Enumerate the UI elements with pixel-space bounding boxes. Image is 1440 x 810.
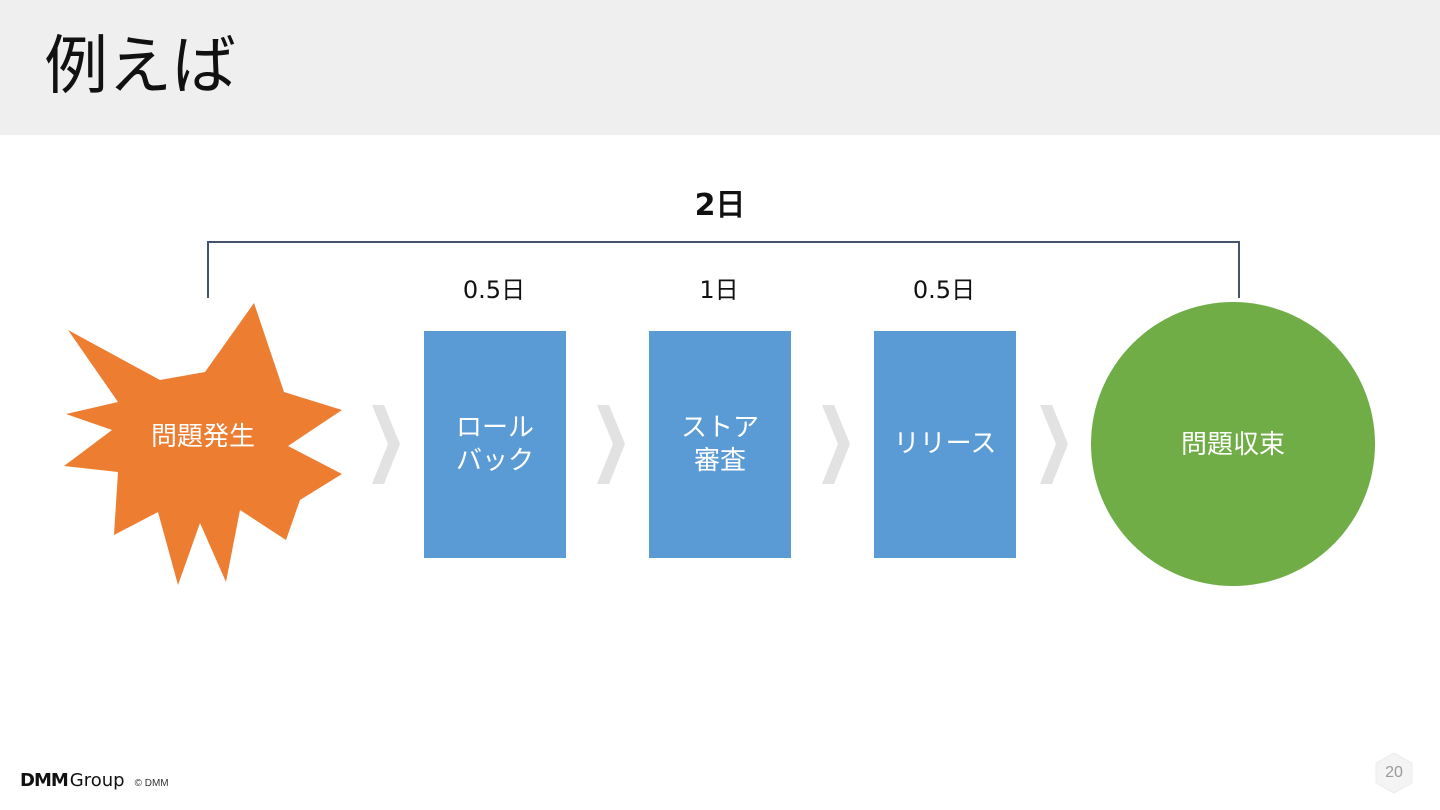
logo-mark: DMM [20, 770, 69, 791]
resolution-circle-shape [1091, 302, 1375, 586]
title-band [0, 0, 1440, 135]
step-label-store-review: ストア 審査 [680, 412, 759, 476]
hexagon-icon [1375, 752, 1413, 794]
problem-burst-shape [64, 303, 342, 585]
step-label-rollback: ロール バック [455, 412, 534, 476]
step-box-release: リリース [874, 331, 1016, 558]
copyright-notice: © DMM [134, 778, 169, 789]
step-duration-store-review: 1日 [699, 276, 739, 304]
page-number-badge: 20 [1373, 752, 1415, 794]
chevron-right-icon [1040, 405, 1068, 484]
total-duration-label: 2日 [694, 188, 746, 223]
page-number: 20 [1385, 764, 1403, 781]
company-logo: DMM Group © DMM [20, 770, 169, 791]
chevron-right-icon [822, 405, 850, 484]
chevron-right-icon [372, 405, 400, 484]
step-label-release: リリース [893, 429, 997, 459]
slide-title: 例えば [44, 30, 236, 104]
problem-occurred-label: 問題発生 [150, 422, 255, 452]
problem-resolved-label: 問題収束 [1180, 430, 1285, 460]
step-duration-release: 0.5日 [912, 276, 976, 304]
chevron-right-icon [597, 405, 625, 484]
step-box-rollback: ロール バック [424, 331, 566, 558]
logo-text: Group [69, 770, 125, 791]
duration-bracket [207, 241, 1240, 298]
step-box-store-review: ストア 審査 [649, 331, 791, 558]
step-duration-rollback: 0.5日 [462, 276, 526, 304]
